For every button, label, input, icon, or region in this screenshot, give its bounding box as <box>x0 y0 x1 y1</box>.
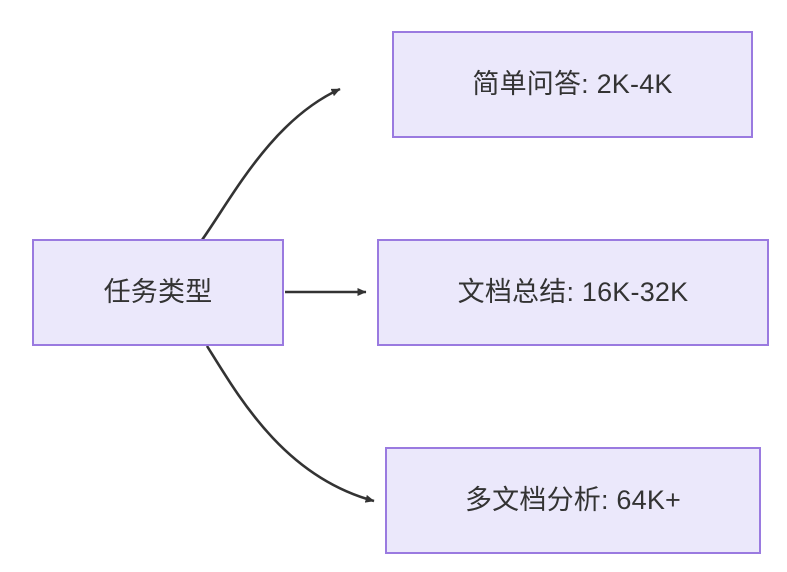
node-multi-doc-label: 多文档分析: 64K+ <box>464 485 681 516</box>
node-doc-summary-label: 文档总结: 16K-32K <box>457 277 689 308</box>
node-doc-summary[interactable]: 文档总结: 16K-32K <box>377 239 769 346</box>
node-task-type[interactable]: 任务类型 <box>32 239 284 346</box>
node-simple-qa-label: 简单问答: 2K-4K <box>472 69 673 100</box>
edge-root-to-multi-doc <box>205 345 375 503</box>
node-task-type-label: 任务类型 <box>103 277 213 308</box>
edge-root-to-simple-qa <box>200 87 341 241</box>
node-multi-doc[interactable]: 多文档分析: 64K+ <box>385 447 761 554</box>
node-simple-qa[interactable]: 简单问答: 2K-4K <box>392 31 753 138</box>
